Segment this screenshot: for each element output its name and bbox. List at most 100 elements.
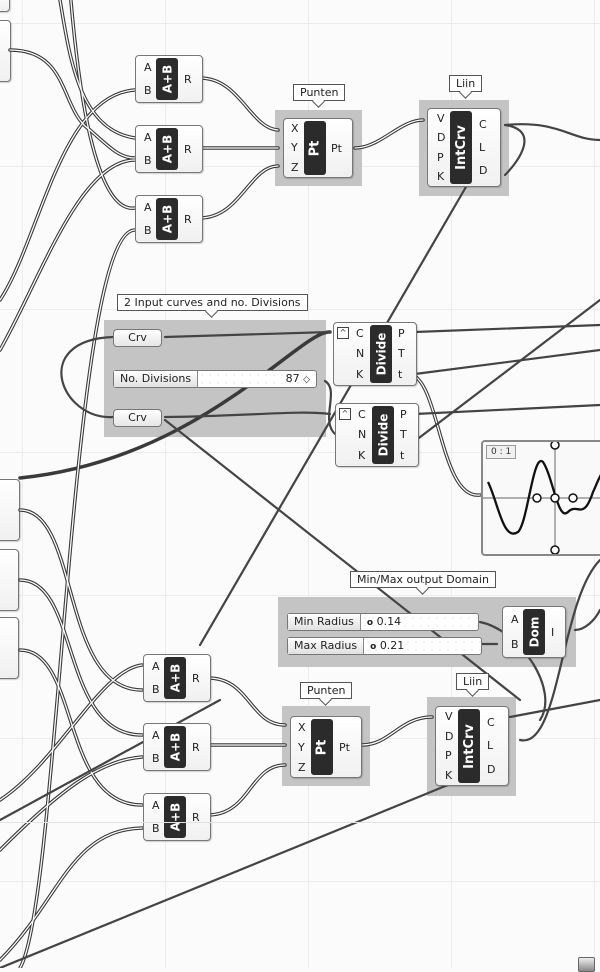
input-c[interactable]: C — [358, 407, 366, 421]
slider-name: Min Radius — [288, 614, 361, 630]
max-radius-slider[interactable]: Max Radius o 0.21 — [287, 637, 482, 655]
output-p[interactable]: P — [398, 326, 405, 340]
input-k[interactable]: K — [437, 169, 445, 183]
wire — [388, 298, 600, 462]
output-t-lower[interactable]: t — [400, 449, 405, 463]
input-n[interactable]: N — [358, 428, 367, 442]
toggle-icon[interactable]: ^ — [337, 327, 349, 339]
input-p[interactable]: P — [445, 749, 452, 763]
wire — [18, 508, 144, 692]
output-d[interactable]: D — [479, 164, 488, 177]
output-r[interactable]: R — [184, 212, 192, 226]
curve-param[interactable]: Crv — [113, 329, 162, 347]
output-i[interactable]: I — [551, 625, 555, 639]
output-l[interactable]: L — [487, 739, 494, 753]
slider-value: 87 — [285, 372, 300, 385]
input-a[interactable]: A — [144, 201, 152, 214]
group-label: Lijn — [456, 673, 490, 690]
output-t-lower[interactable]: t — [398, 368, 403, 382]
slider-value-area[interactable]: o 0.14 — [360, 614, 478, 630]
seam-line — [0, 822, 600, 823]
grid-line — [0, 452, 600, 453]
input-d[interactable]: D — [445, 729, 454, 743]
output-d[interactable]: D — [487, 762, 496, 776]
input-p[interactable]: P — [437, 150, 444, 164]
offscreen-component[interactable] — [0, 0, 10, 12]
output-r[interactable]: R — [184, 142, 192, 156]
input-b[interactable]: B — [152, 752, 160, 765]
input-b[interactable]: B — [511, 638, 519, 651]
input-d[interactable]: D — [437, 131, 446, 145]
divisions-slider[interactable]: No. Divisions 87 ◇ — [113, 370, 317, 388]
graph-curve[interactable] — [483, 442, 600, 554]
input-c[interactable]: C — [356, 326, 364, 340]
slider-grip-icon[interactable]: o — [370, 642, 377, 652]
input-a[interactable]: A — [152, 660, 160, 673]
input-x[interactable]: X — [298, 720, 306, 734]
graph-mapper[interactable]: 0 : 1 — [481, 440, 600, 556]
input-n[interactable]: N — [356, 347, 365, 361]
input-k[interactable]: K — [445, 768, 453, 782]
min-radius-slider[interactable]: Min Radius o 0.14 — [287, 613, 479, 631]
input-b[interactable]: B — [144, 84, 152, 97]
toggle-icon[interactable]: ^ — [339, 408, 351, 420]
input-a[interactable]: A — [144, 61, 152, 74]
input-b[interactable]: B — [152, 822, 160, 835]
output-r[interactable]: R — [192, 810, 200, 824]
component-nickname: A+B — [168, 802, 182, 832]
slider-value: 0.21 — [379, 639, 405, 652]
output-l[interactable]: L — [479, 141, 486, 154]
input-x[interactable]: X — [291, 122, 299, 136]
input-v[interactable]: V — [437, 112, 445, 126]
offscreen-slider[interactable] — [0, 617, 19, 679]
input-a[interactable]: A — [152, 729, 160, 742]
input-y[interactable]: Y — [298, 740, 305, 754]
input-k[interactable]: K — [356, 368, 364, 382]
input-a[interactable]: A — [144, 131, 152, 144]
input-v[interactable]: V — [445, 710, 453, 724]
output-c[interactable]: C — [487, 716, 495, 730]
wire — [503, 123, 526, 177]
output-r[interactable]: R — [184, 72, 192, 86]
output-p[interactable]: P — [400, 407, 407, 421]
slider-grip-icon[interactable]: o — [366, 618, 374, 628]
input-y[interactable]: Y — [291, 141, 298, 155]
wire — [163, 411, 332, 419]
input-z[interactable]: Z — [291, 160, 299, 174]
input-z[interactable]: Z — [298, 760, 306, 774]
output-pt[interactable]: Pt — [331, 141, 342, 155]
wire — [323, 379, 337, 436]
input-b[interactable]: B — [144, 224, 152, 237]
corner-button[interactable] — [578, 957, 595, 972]
output-c[interactable]: C — [479, 118, 487, 131]
slider-grip-icon[interactable]: ◇ — [303, 375, 310, 385]
input-a[interactable]: A — [152, 799, 160, 812]
wire — [0, 88, 137, 302]
output-t[interactable]: T — [398, 347, 405, 361]
slider-value-area[interactable]: o 0.21 — [364, 638, 481, 654]
input-k[interactable]: K — [358, 449, 366, 463]
output-t[interactable]: T — [400, 428, 407, 442]
input-b[interactable]: B — [152, 683, 160, 696]
curve-param[interactable]: Crv — [113, 409, 162, 427]
output-pt[interactable]: Pt — [339, 740, 350, 754]
output-r[interactable]: R — [192, 671, 200, 685]
output-r[interactable]: R — [192, 740, 200, 754]
slider-value-area[interactable]: 87 ◇ — [198, 371, 316, 387]
input-a[interactable]: A — [511, 613, 519, 626]
input-b[interactable]: B — [144, 154, 152, 167]
